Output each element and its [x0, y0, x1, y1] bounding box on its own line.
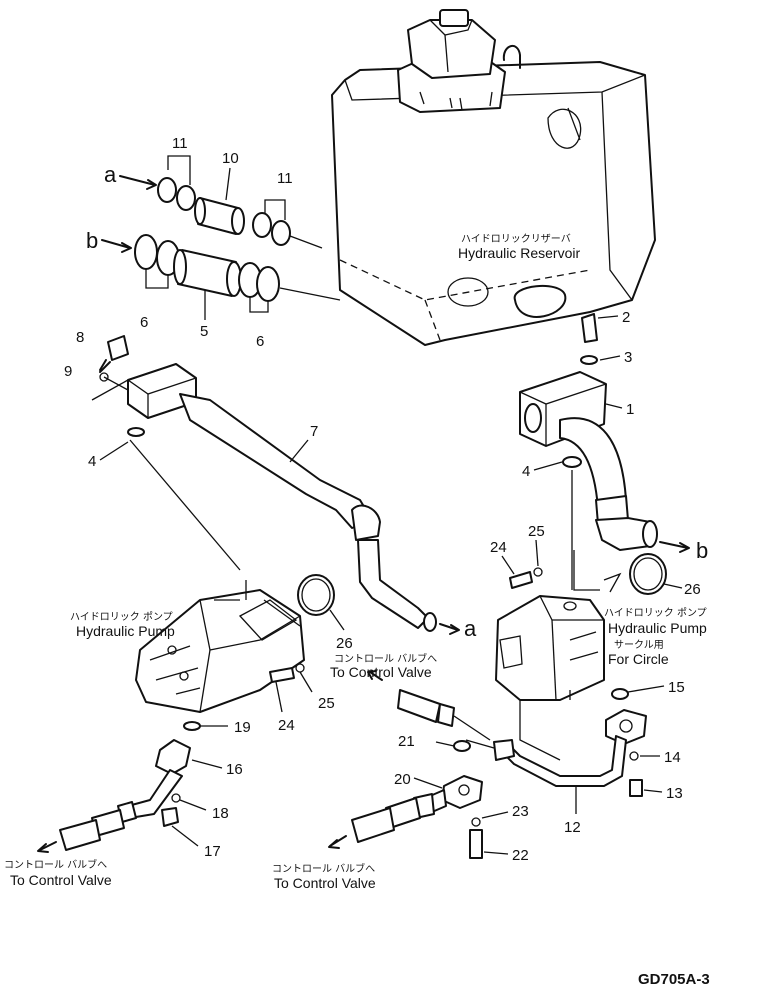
circle-label-en: For Circle — [608, 651, 669, 667]
part-label-16: 16 — [226, 761, 243, 778]
part-label-6-right: 6 — [256, 333, 264, 350]
outlet-pipe-16 — [37, 739, 191, 853]
part-label-2: 2 — [622, 309, 630, 326]
part-label-13: 13 — [666, 785, 683, 802]
part-label-10: 10 — [222, 150, 239, 167]
part-label-1: 1 — [626, 401, 634, 418]
part-label-24-right: 24 — [490, 539, 507, 556]
part-label-24-left: 24 — [278, 717, 295, 734]
control-valve-center-label-en: To Control Valve — [274, 875, 376, 891]
part-label-3: 3 — [624, 349, 632, 366]
o-ring-26-left — [297, 574, 335, 616]
reservoir-label-en: Hydraulic Reservoir — [458, 245, 580, 261]
part-label-19: 19 — [234, 719, 251, 736]
outlet-elbow-20 — [328, 740, 483, 859]
suction-tube-1 — [519, 313, 690, 590]
drawing-code: GD705A-3 — [638, 971, 710, 988]
part-label-25-right: 25 — [528, 523, 545, 540]
o-ring-26-right — [629, 553, 667, 595]
part-label-18: 18 — [212, 805, 229, 822]
part-label-26-right: 26 — [684, 581, 701, 598]
suction-tube-7 — [91, 335, 460, 635]
part-label-20: 20 — [394, 771, 411, 788]
part-label-14: 14 — [664, 749, 681, 766]
part-label-8: 8 — [76, 329, 84, 346]
part-label-4-right: 4 — [522, 463, 530, 480]
pump-right-label-en: Hydraulic Pump — [608, 620, 707, 636]
part-label-22: 22 — [512, 847, 529, 864]
part-label-12: 12 — [564, 819, 581, 836]
control-valve-mid-label-en: To Control Valve — [330, 664, 432, 680]
connection-mark-a-bottom: a — [464, 616, 477, 641]
pump-left-label-jp: ハイドロリック ポンプ — [70, 611, 173, 623]
control-valve-left-label-jp: コントロール バルブへ — [4, 858, 107, 871]
part-label-25-left: 25 — [318, 695, 335, 712]
hose-assembly-b — [101, 234, 341, 320]
part-label-5: 5 — [200, 323, 208, 340]
hose-assembly-a — [119, 155, 323, 249]
circle-label-jp: サークル用 — [614, 639, 664, 651]
control-valve-center-label-jp: コントロール バルブへ — [272, 862, 375, 875]
connection-mark-b-bottom: b — [696, 538, 708, 563]
fitting-to-control-valve — [397, 689, 441, 723]
hydraulic-pump-right — [495, 550, 622, 761]
connection-mark-a-top: a — [104, 162, 117, 187]
part-label-4-left: 4 — [88, 453, 96, 470]
pump-right-label-jp: ハイドロリック ポンプ — [604, 607, 707, 619]
reservoir-label-jp: ハイドロリックリザーバ — [461, 233, 571, 245]
hydraulic-pump-left — [135, 580, 305, 713]
part-label-23: 23 — [512, 803, 529, 820]
control-valve-mid-label-jp: コントロール バルブへ — [334, 652, 437, 665]
control-valve-left-label-en: To Control Valve — [10, 872, 112, 888]
part-label-7: 7 — [310, 423, 318, 440]
pump-left-label-en: Hydraulic Pump — [76, 623, 175, 639]
part-label-21: 21 — [398, 733, 415, 750]
part-label-6-left: 6 — [140, 314, 148, 331]
connection-mark-b-top: b — [86, 228, 98, 253]
hydraulic-reservoir — [331, 9, 656, 346]
part-label-9: 9 — [64, 363, 72, 380]
part-label-11-left: 11 — [172, 135, 188, 152]
part-label-11-right: 11 — [277, 170, 293, 187]
part-label-17: 17 — [204, 843, 221, 860]
pressure-pipe-12 — [465, 709, 647, 797]
part-label-26-left: 26 — [336, 635, 353, 652]
part-label-15: 15 — [668, 679, 685, 696]
